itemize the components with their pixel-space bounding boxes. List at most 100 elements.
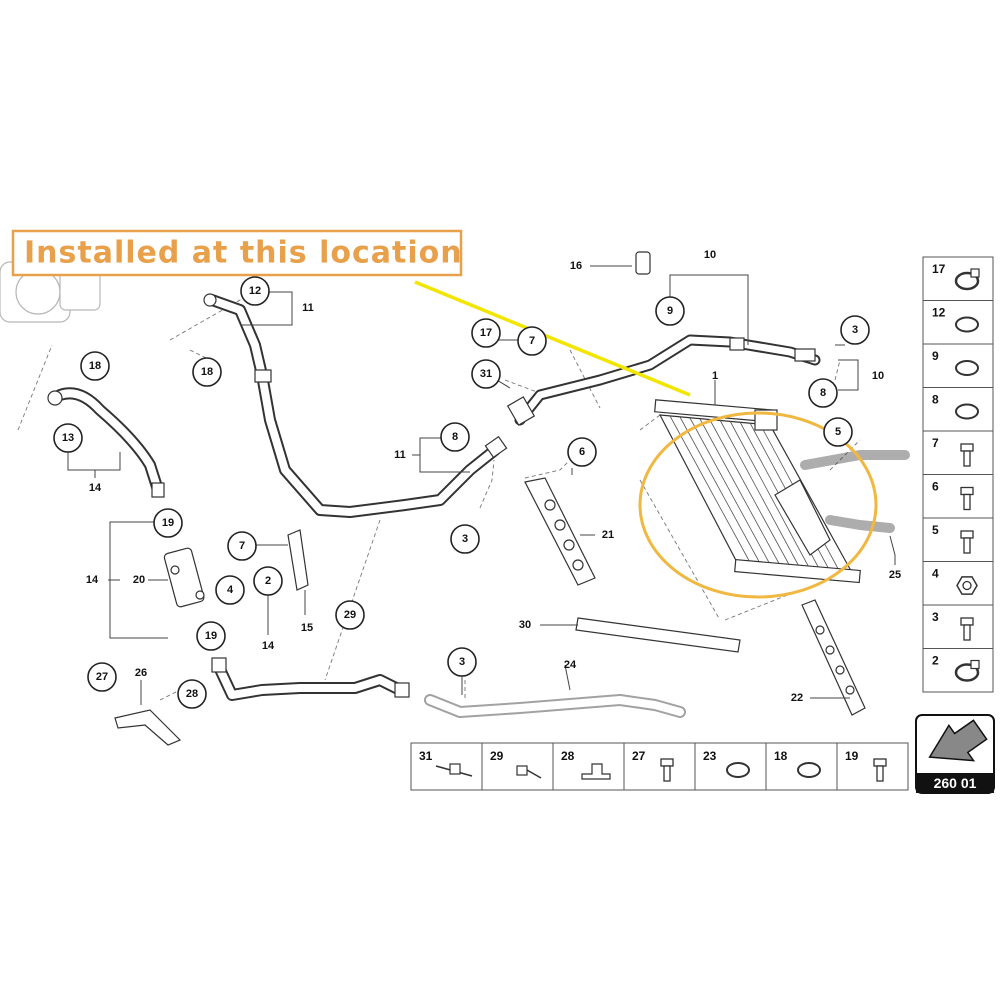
legend-cell (922, 256, 994, 301)
annotation-banner: Installed at this location (11, 229, 463, 277)
callout-14-mid: 14 (86, 574, 99, 586)
hose-10-upper (506, 251, 821, 426)
callout-bubble-7b (227, 531, 257, 561)
legend-bottom-item: 23 (694, 742, 767, 791)
clip-icon (581, 763, 611, 780)
callout-3-top: 3 (852, 324, 858, 336)
hose-25 (800, 450, 910, 533)
legend-bottom-item: 18 (765, 742, 838, 791)
legend-cell (922, 648, 994, 693)
callout-bubble-8a (808, 378, 838, 408)
callout-10-top: 10 (704, 249, 716, 261)
location-highlight (414, 280, 878, 599)
hose-clamp-icon (954, 659, 980, 682)
legend-side-item: 5 (922, 517, 994, 562)
legend-cell (922, 604, 994, 649)
legend-bottom-number: 27 (632, 749, 646, 763)
callout-7-top: 7 (529, 335, 535, 347)
legend-side-item: 17 (922, 256, 994, 301)
callout-26: 26 (135, 667, 147, 679)
legend-side-number: 2 (932, 654, 939, 668)
bracket-26 (114, 709, 182, 746)
callout-bubble-3c (447, 647, 477, 677)
legend-cell (836, 742, 909, 791)
o-ring-icon (955, 316, 979, 333)
bolt-icon (660, 758, 674, 782)
callout-9: 9 (667, 305, 673, 317)
callout-25: 25 (889, 569, 901, 581)
callout-22: 22 (791, 692, 803, 704)
callout-11-mid: 11 (394, 449, 406, 461)
callout-16: 16 (570, 260, 582, 272)
callout-4: 4 (227, 584, 234, 596)
callout-8-mid: 8 (452, 431, 458, 443)
diagram-code: 260 01 (934, 775, 977, 791)
callout-bubble-7a (517, 326, 547, 356)
callout-bubble-3b (450, 524, 480, 554)
legend-side-item: 2 (922, 648, 994, 693)
callout-19-bottom: 19 (205, 630, 217, 642)
legend-side-item: 3 (922, 604, 994, 649)
legend-bottom-number: 28 (561, 749, 575, 763)
bolt-icon (960, 530, 974, 554)
callout-14-bottom: 14 (262, 640, 275, 652)
legend-side-number: 17 (932, 262, 946, 276)
callout-bubble-3a (840, 315, 870, 345)
legend-side-number: 6 (932, 480, 939, 494)
legend-side-item: 12 (922, 300, 994, 345)
callout-bubble-18a (192, 357, 222, 387)
callout-bubble-17 (471, 318, 501, 348)
bolt-icon (960, 443, 974, 467)
callout-12: 12 (249, 285, 261, 297)
legend-cell (410, 742, 483, 791)
highlight-pointer (414, 280, 691, 397)
next-page-arrow-icon (928, 719, 988, 762)
callout-bubble-19b (196, 621, 226, 651)
callout-10-right: 10 (872, 370, 884, 382)
legend-bottom-number: 18 (774, 749, 788, 763)
callout-bubble-6 (567, 437, 597, 467)
callout-bubble-4 (215, 575, 245, 605)
callout-8-right: 8 (820, 387, 826, 399)
callout-18-left: 18 (89, 360, 101, 372)
legend-side-item: 7 (922, 430, 994, 475)
legend-cell (922, 474, 994, 519)
callout-bubble-31 (471, 359, 501, 389)
hose-24 (424, 694, 686, 718)
hose-14-lower (211, 657, 410, 701)
legend-side-number: 9 (932, 349, 939, 363)
callout-13: 13 (62, 432, 74, 444)
callout-2: 2 (265, 575, 271, 587)
callout-bubble-28 (177, 679, 207, 709)
callout-bubble-9 (655, 296, 685, 326)
callout-15: 15 (301, 622, 313, 634)
diagram-code-box: 260 01 (915, 714, 995, 794)
legend-side-number: 8 (932, 393, 939, 407)
legend-side-number: 7 (932, 436, 939, 450)
callout-17: 17 (480, 327, 492, 339)
legend-bottom-item: 31 (410, 742, 483, 791)
callout-bubble-29 (335, 600, 365, 630)
callout-27: 27 (96, 671, 108, 683)
callout-bubble-5 (823, 417, 853, 447)
callout-29: 29 (344, 609, 356, 621)
callout-bubble-12 (240, 276, 270, 306)
callout-31: 31 (480, 368, 492, 380)
bracket-15 (287, 529, 309, 591)
bracket-21 (524, 477, 596, 586)
callout-14-left: 14 (89, 482, 102, 494)
callout-5: 5 (835, 426, 841, 438)
leader-lines (67, 265, 896, 705)
callout-24: 24 (564, 659, 577, 671)
o-ring-icon (726, 762, 750, 778)
valve-20 (163, 547, 205, 608)
callout-20: 20 (133, 574, 145, 586)
legend-side-item: 8 (922, 387, 994, 432)
legend-cell (623, 742, 696, 791)
callout-bubble-27 (87, 662, 117, 692)
legend-side-number: 3 (932, 610, 939, 624)
callout-7-mid: 7 (239, 540, 245, 552)
legend-bottom-item: 29 (481, 742, 554, 791)
